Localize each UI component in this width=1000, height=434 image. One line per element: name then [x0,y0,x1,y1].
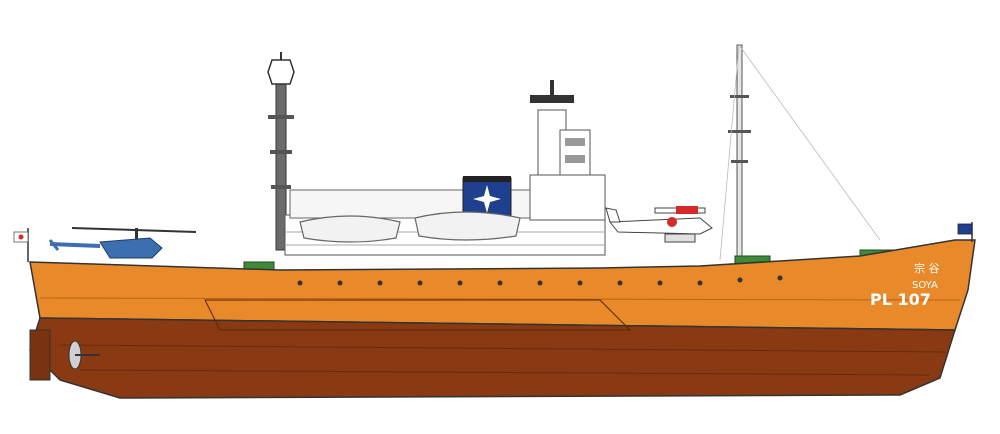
lifeboats [299,211,521,243]
hull-lower [29,299,957,399]
rudder-propeller [29,329,100,381]
blue-jack-icon [957,223,973,235]
aft-mast [267,52,295,251]
compass-star-icon [473,185,501,213]
bow-flag [957,222,973,242]
lifeboat-fore [414,211,521,241]
fore-mast [719,44,881,261]
lifeboat-aft [299,215,401,243]
bridge-tower [530,80,591,191]
stern-flag [13,228,29,262]
mast-lantern-icon [267,59,295,85]
hull-name-kanji: 宗 谷 [914,261,940,275]
rotor-icon [71,227,197,233]
radar-antenna-icon [530,95,574,103]
seaplane [605,206,713,243]
pennant-number: PL 107 [870,290,931,309]
hull-upper [29,239,976,331]
helicopter [48,227,197,259]
hull-name-latin: SOYA [912,280,938,291]
portholes [297,275,783,286]
